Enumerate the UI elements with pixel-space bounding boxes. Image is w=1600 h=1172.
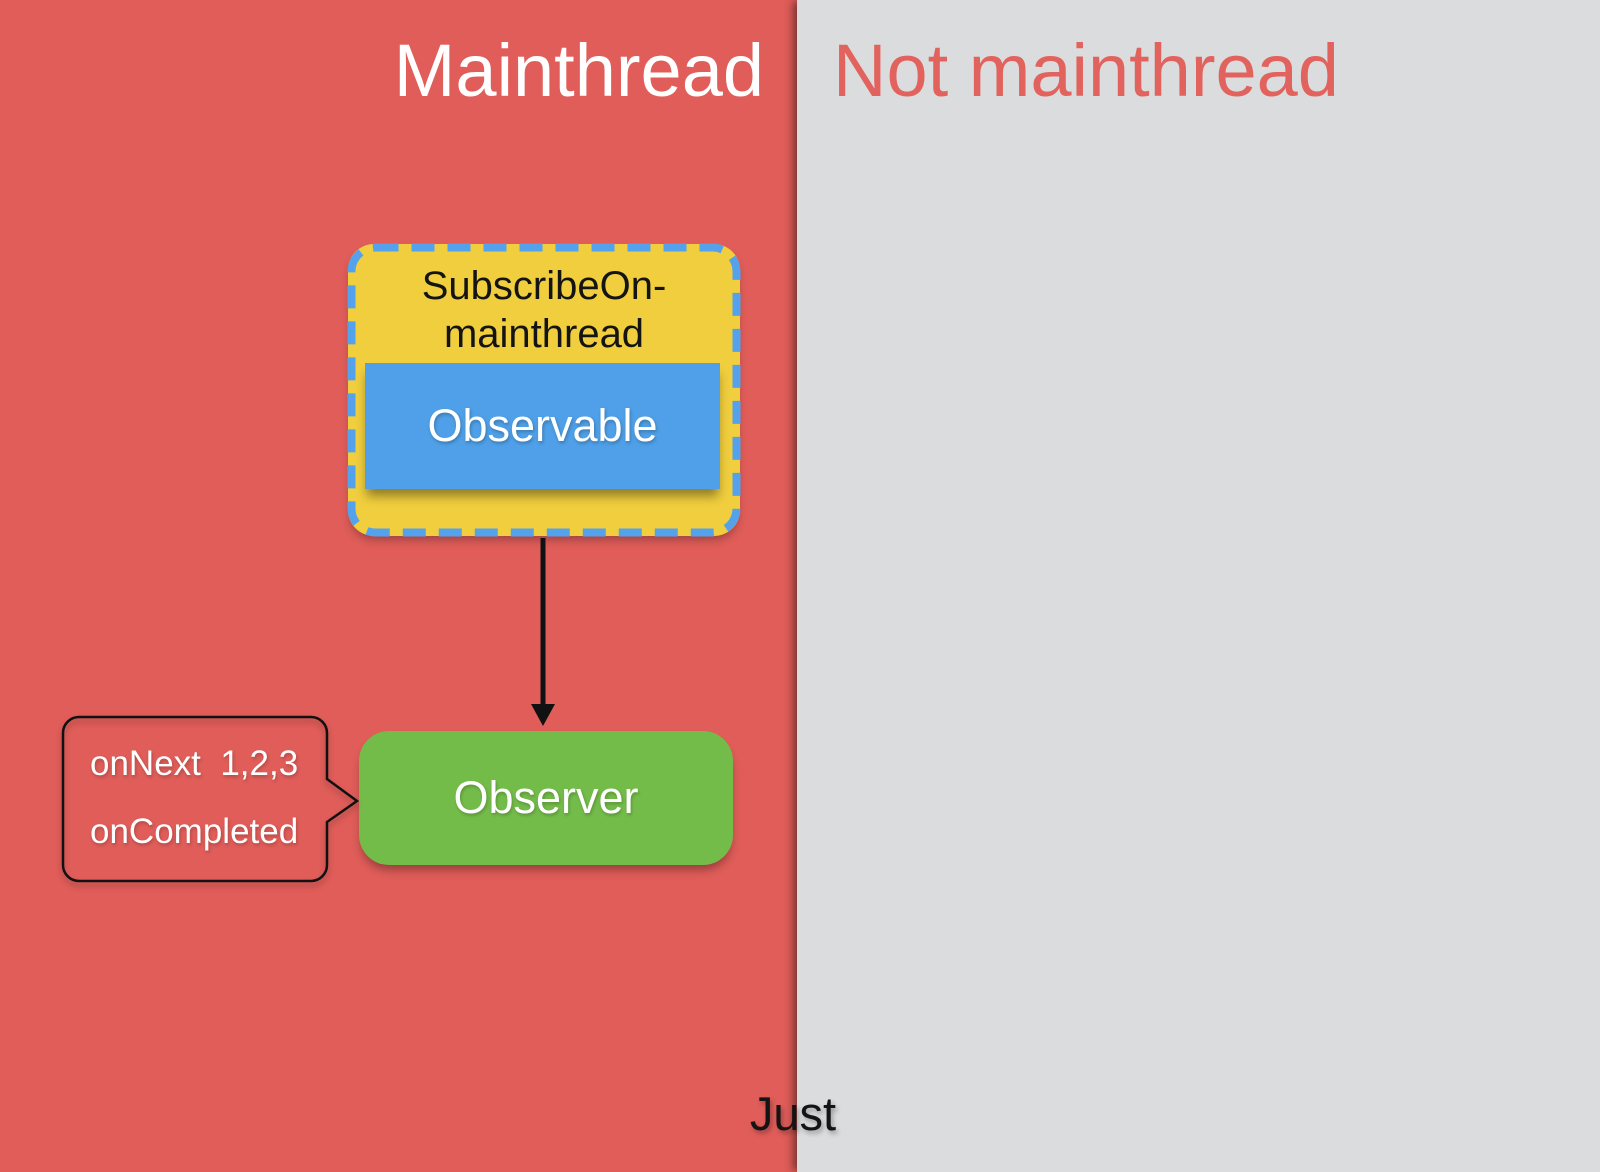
subscribeon-label-line1: SubscribeOn-	[421, 264, 667, 308]
observer-label: Observer	[453, 772, 639, 823]
observable-label: Observable	[427, 400, 658, 451]
callout-oncompleted-text: onCompleted	[90, 812, 299, 851]
observable-box: Observable	[365, 363, 720, 489]
subscribeon-label-line2: mainthread	[443, 312, 645, 356]
not-mainthread-title: Not mainthread	[833, 29, 1339, 112]
mainthread-title: Mainthread	[393, 29, 764, 112]
mainthread-panel	[0, 0, 797, 1172]
not-mainthread-panel	[797, 0, 1600, 1172]
operator-label: Just	[749, 1087, 837, 1140]
observer-box: Observer	[359, 731, 733, 865]
callout-onnext-text: onNext 1,2,3	[90, 744, 299, 783]
subscribeon-group-label: SubscribeOn- mainthread	[348, 262, 740, 358]
